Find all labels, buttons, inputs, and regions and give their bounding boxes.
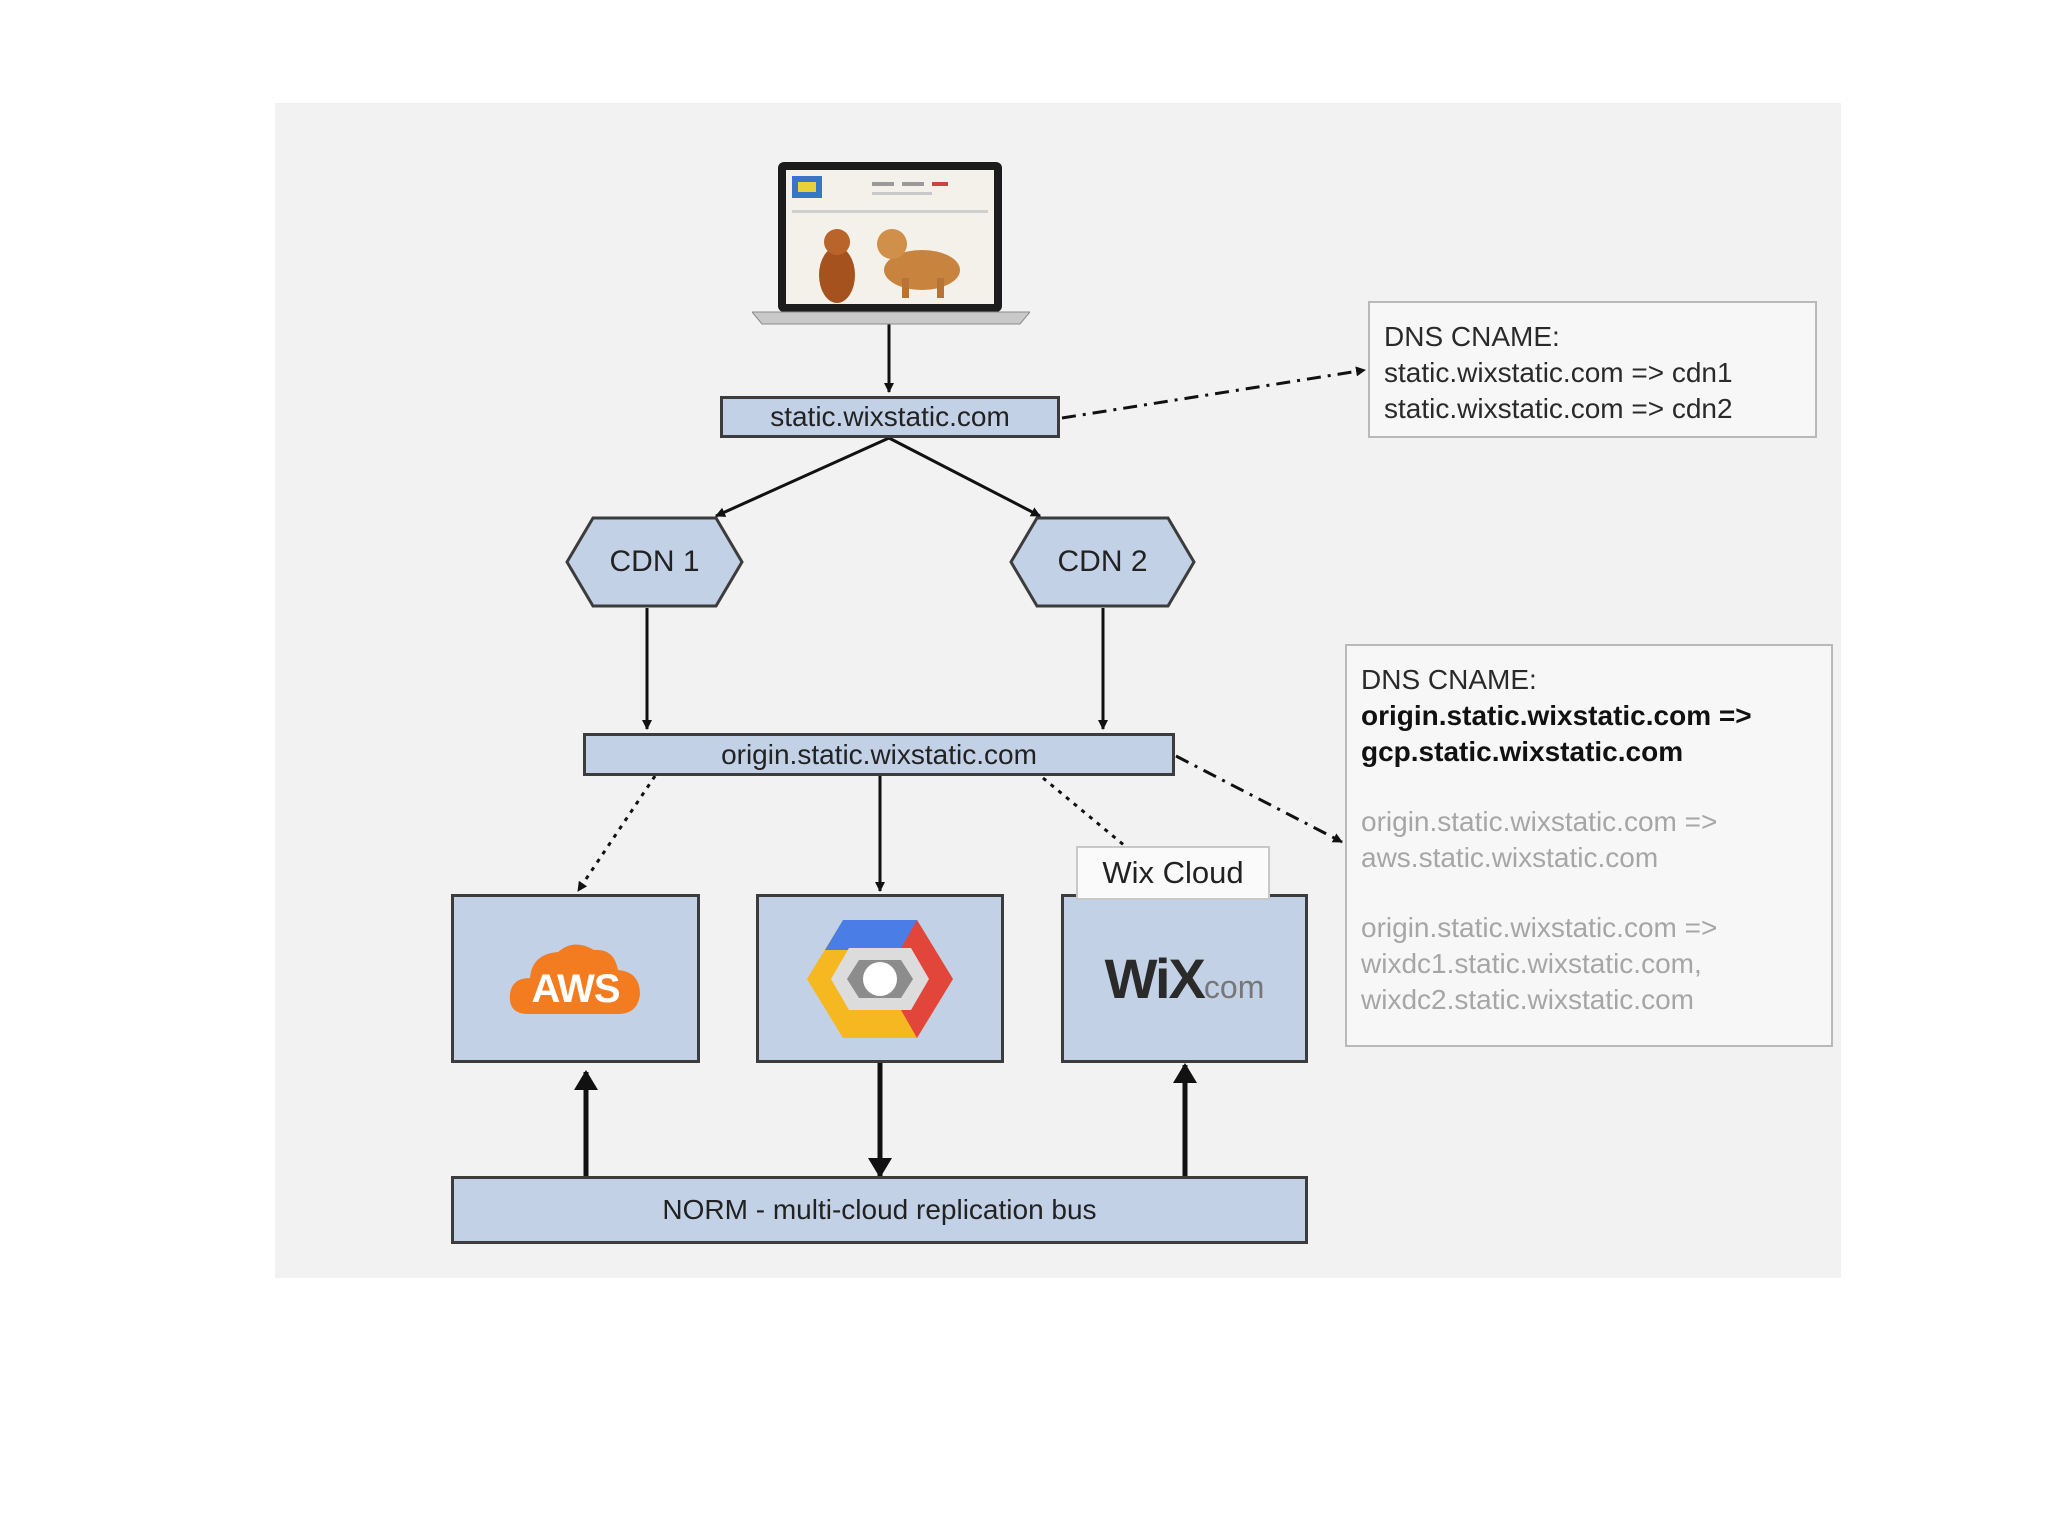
aws-cloud-icon [509, 943, 640, 1014]
wix-logo-suffix: com [1203, 969, 1265, 1005]
aws-box: AWS [451, 894, 700, 1063]
replication-bus-label: NORM - multi-cloud replication bus [662, 1194, 1097, 1225]
dns-alt-mapping-line: origin.static.wixstatic.com => [1361, 806, 1718, 837]
dns-alt-mapping-line: wixdc1.static.wixstatic.com, [1361, 948, 1702, 979]
dns-note-static-heading: DNS CNAME: [1384, 321, 1560, 352]
wix-box: WiXcom [1061, 894, 1308, 1063]
dns-alt-mapping-line: wixdc2.static.wixstatic.com [1361, 984, 1694, 1015]
origin-host-box: origin.static.wixstatic.com [583, 733, 1175, 776]
static-host-label: static.wixstatic.com [770, 401, 1010, 432]
dns-alt-mapping-line: aws.static.wixstatic.com [1361, 842, 1659, 873]
google-cloud-icon [807, 919, 953, 1038]
aws-logo-text: AWS [531, 967, 620, 1011]
cdn2-label: CDN 2 [1057, 545, 1148, 578]
dns-active-mapping-line: origin.static.wixstatic.com => [1361, 700, 1752, 731]
origin-host-label: origin.static.wixstatic.com [721, 738, 1037, 770]
laptop-icon [752, 162, 1030, 325]
dns-active-mapping-line: gcp.static.wixstatic.com [1361, 736, 1684, 767]
static-host-box: static.wixstatic.com [720, 396, 1060, 438]
wix-cloud-tag: Wix Cloud [1076, 846, 1270, 900]
wix-logo: WiXcom [1105, 946, 1265, 1011]
dns-note-origin: DNS CNAME: origin.static.wixstatic.com =… [1345, 644, 1833, 1047]
dns-note-static-line: static.wixstatic.com => cdn2 [1384, 393, 1733, 424]
wix-logo-main: WiX [1104, 947, 1206, 1010]
replication-bus-box: NORM - multi-cloud replication bus [451, 1176, 1308, 1244]
dns-note-origin-heading: DNS CNAME: [1361, 664, 1537, 695]
dns-note-static-line: static.wixstatic.com => cdn1 [1384, 357, 1733, 388]
dns-note-static: DNS CNAME: static.wixstatic.com => cdn1 … [1368, 301, 1817, 438]
cdn1-label: CDN 1 [609, 545, 700, 578]
gcp-box [756, 894, 1004, 1063]
dns-alt-mapping-line: origin.static.wixstatic.com => [1361, 912, 1718, 943]
wix-cloud-label: Wix Cloud [1102, 855, 1244, 890]
